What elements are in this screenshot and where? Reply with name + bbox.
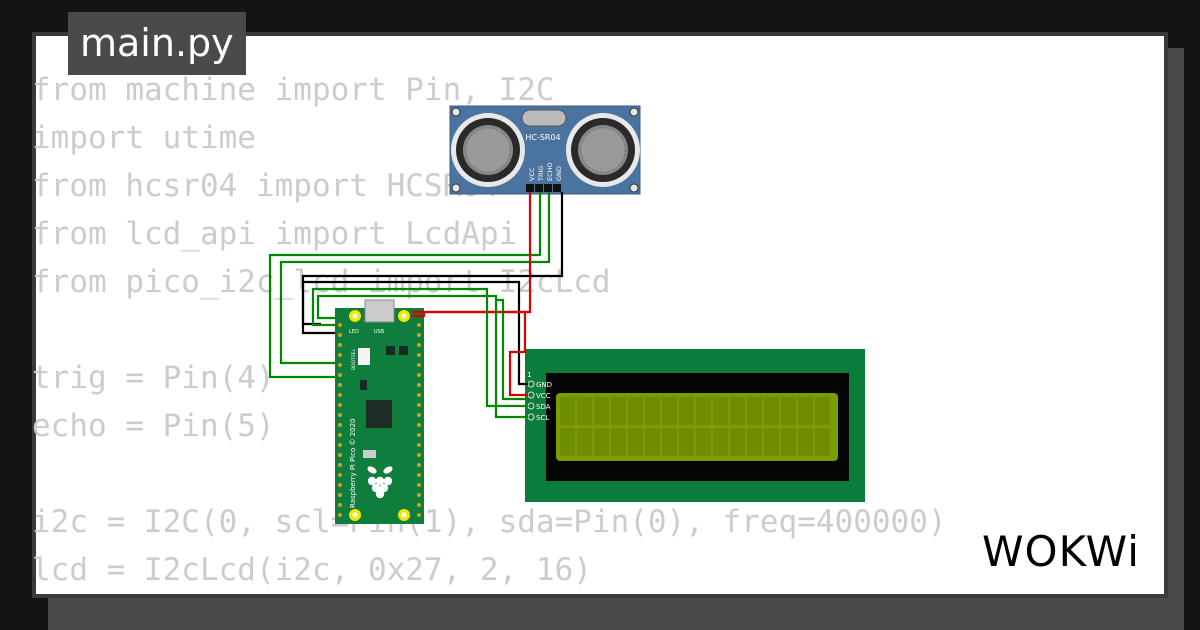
sensor-pin-label-vcc: VCC [528,167,536,181]
wire-echo [279,192,551,365]
wire-trig [268,192,542,379]
bootsel-label: BOOTSEL [351,348,357,370]
usb-label: USB [374,329,385,335]
lcd-pin-label-sda: SDA [536,403,551,411]
transducer-left [451,113,525,187]
bootsel-button[interactable] [358,348,370,365]
sensor-pin-label-gnd: GND [555,166,563,181]
wire-vcc [412,192,532,314]
wire-lcd-scl [316,294,528,419]
raspberry-logo-icon [367,466,393,499]
code-line: from hcsr04 import HCSR04 [32,168,499,204]
code-preview: from machine import Pin, I2C import utime… [32,66,947,594]
code-line: trig = Pin(4) [32,360,275,396]
wokwi-wordmark: WOKWi [982,527,1140,576]
wokwi-logo: WOKWi [978,527,1150,576]
code-line: import utime [32,120,256,156]
lcd-pin-number: 1 [527,371,531,379]
code-line: echo = Pin(5) [32,408,275,444]
raspberry-pi-pico[interactable]: USB LED BOOTSEL Raspberry Pi Pico © 2020 [335,299,424,524]
lcd-pin-label-vcc: VCC [536,392,551,400]
wire-lcd-vcc [412,310,528,397]
hc-sr04-sensor[interactable]: HC-SR04 VCC TRIG ECHO GND [449,105,641,195]
board-label: Raspberry Pi Pico © 2020 [349,419,357,509]
wire-scl-lower [496,298,528,401]
wires [268,192,564,419]
wire-lcd-gnd [301,280,528,386]
pico-left-pin-column [338,323,342,517]
code-line: from lcd_api import LcdApi [32,216,518,252]
lcd-pin-label-gnd: GND [536,381,552,389]
lcd-character-grid [560,397,830,456]
wokwi-logo-text: WOKWi [982,528,1140,576]
wire-gnd [301,192,564,335]
lcd-display[interactable]: 1 GND VCC SDA SCL [525,349,865,502]
usb-connector [364,299,395,323]
transducer-right [566,113,640,187]
led-label: LED [349,329,359,335]
crystal-oscillator [521,109,567,127]
pico-mounting-holes [349,310,410,521]
file-tab[interactable]: main.py [68,12,246,75]
sensor-pin-label-echo: ECHO [546,162,554,181]
rp2040-chip [366,400,392,428]
wire-lcd-sda [311,287,528,408]
pico-right-pin-column [417,323,421,517]
code-line: from machine import Pin, I2C [32,72,555,108]
code-line: lcd = I2cLcd(i2c, 0x27, 2, 16) [32,552,592,588]
lcd-pin-label-scl: SCL [536,414,549,422]
file-tab-label: main.py [80,21,234,65]
sensor-pin-label-trig: TRIG [537,166,545,182]
sensor-model-label: HC-SR04 [525,133,560,142]
